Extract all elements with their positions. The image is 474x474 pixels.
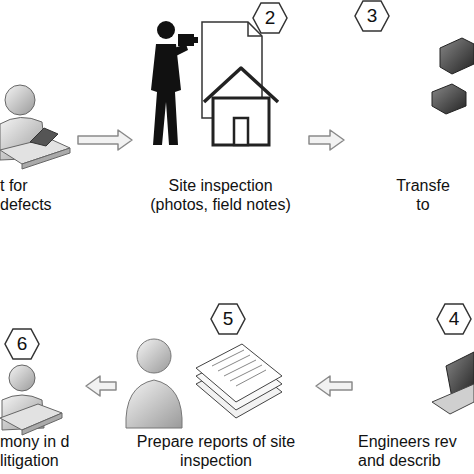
- laptop-icon: [432, 352, 474, 414]
- process-step: 5Prepare reports of site inspection: [122, 300, 310, 472]
- flow-arrow: [86, 376, 116, 396]
- step-caption: mony in d litigation: [0, 432, 80, 470]
- person-at-desk-icon: [0, 85, 70, 169]
- step-number-hexagon: 3: [354, 0, 390, 32]
- hexagon-shape: [437, 304, 471, 334]
- report-papers-icon: [196, 344, 282, 418]
- hexagon-shape: [355, 1, 389, 31]
- hexagon-shape: [253, 3, 287, 33]
- flow-arrow: [309, 130, 344, 150]
- reporter-person-icon: [126, 339, 182, 428]
- step-number: 2: [252, 2, 288, 34]
- step-caption: Site inspection (photos, field notes): [138, 176, 303, 214]
- house-icon: [204, 68, 278, 145]
- step-number: 4: [436, 303, 472, 335]
- step-caption: t for defects: [0, 176, 72, 214]
- step-number: 5: [210, 303, 246, 335]
- step-number: 6: [4, 328, 40, 360]
- process-step: 3Transfe to: [350, 0, 474, 220]
- flow-arrow: [78, 130, 132, 150]
- step-number-hexagon: 5: [210, 303, 246, 335]
- process-step: t for defects: [0, 80, 72, 220]
- process-step: 6 mony in d litigation: [0, 325, 80, 472]
- hexagon-shape: [211, 304, 245, 334]
- photographer-icon: [151, 21, 198, 145]
- step-number-hexagon: 2: [252, 2, 288, 34]
- testimony-person-icon: [0, 365, 62, 435]
- step-caption: Engineers rev and describ: [358, 432, 474, 470]
- transfer-objects-icon: [432, 38, 474, 114]
- step-number: 3: [354, 0, 390, 32]
- flow-arrow: [316, 376, 352, 396]
- process-step: 4Engineers rev and describ: [358, 300, 474, 472]
- step-caption: Transfe to: [392, 176, 454, 214]
- hexagon-shape: [5, 329, 39, 359]
- step-caption: Prepare reports of site inspection: [136, 432, 296, 470]
- process-step: 2Site inspection (photos, field notes): [138, 0, 303, 220]
- step-number-hexagon: 6: [4, 328, 40, 360]
- step-number-hexagon: 4: [436, 303, 472, 335]
